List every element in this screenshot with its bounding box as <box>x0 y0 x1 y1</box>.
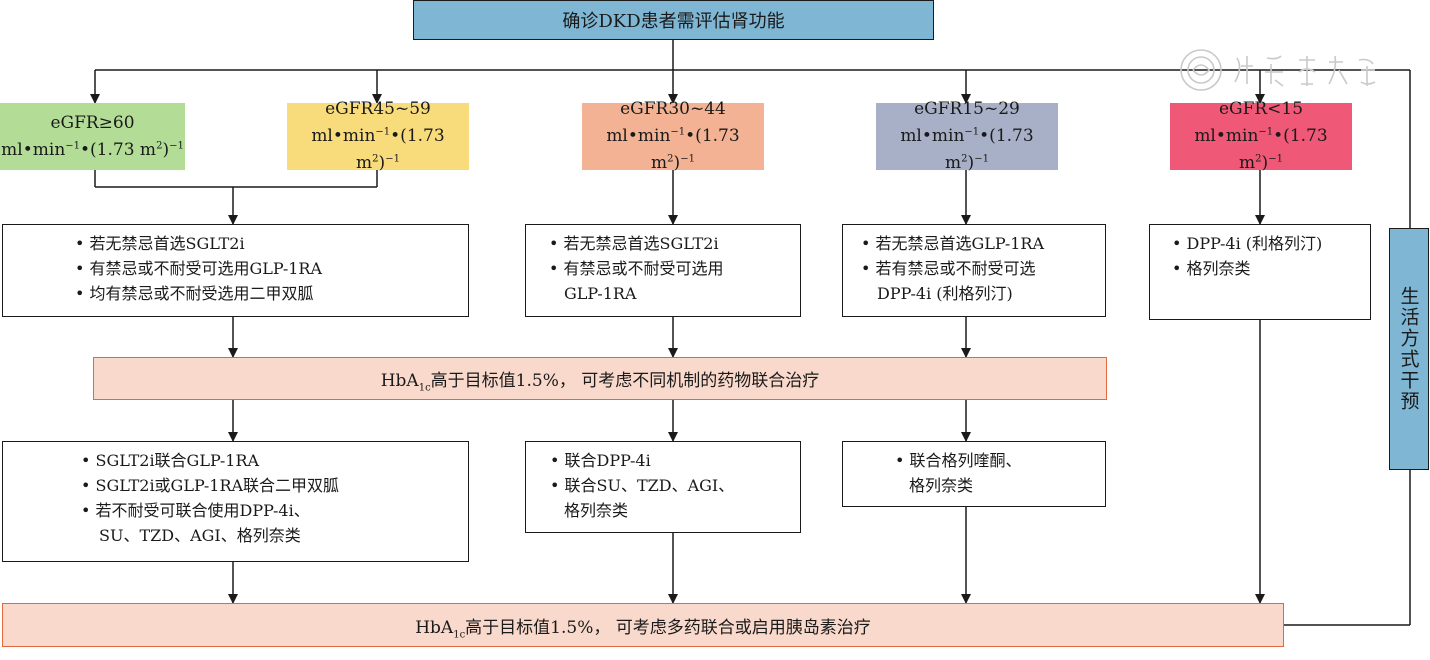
second-line-box-2: • 联合DPP-4i • 联合SU、TZD、AGI、 格列奈类 <box>525 441 801 533</box>
hba1c-band-combination: HbA1c高于目标值1.5%， 可考虑不同机制的药物联合治疗 <box>93 357 1107 400</box>
egfr-unit: ml•min−1•(1.73 m2)−1 <box>900 126 1034 173</box>
list-item: GLP-1RA <box>564 284 637 303</box>
second-line-box-3: • 联合格列喹酮、 格列奈类 <box>842 441 1106 507</box>
first-line-box-2: • 若无禁忌首选SGLT2i • 有禁忌或不耐受可选用 GLP-1RA <box>525 224 801 317</box>
egfr-box-45-59: eGFR45~59 ml•min−1•(1.73 m2)−1 <box>287 99 469 173</box>
list-item: • SGLT2i或GLP-1RA联合二甲双胍 <box>81 476 340 495</box>
list-item: 格列奈类 <box>909 476 974 495</box>
egfr-box-15-29: eGFR15~29 ml•min−1•(1.73 m2)−1 <box>876 99 1058 173</box>
journal-seal-watermark <box>1180 49 1376 91</box>
first-line-box-4: • DPP-4i (利格列汀) • 格列奈类 <box>1149 224 1371 320</box>
top-assessment-box: 确诊DKD患者需评估肾功能 <box>413 0 934 40</box>
egfr-unit: ml•min−1•(1.73 m2)−1 <box>1 139 184 160</box>
list-item: 格列奈类 <box>564 501 629 520</box>
egfr-unit: ml•min−1•(1.73 m2)−1 <box>1194 126 1328 173</box>
egfr-label: eGFR≥60 <box>50 112 135 133</box>
lifestyle-intervention-box: 生活方式干预 <box>1389 228 1429 470</box>
first-line-box-3: • 若无禁忌首选GLP-1RA • 若有禁忌或不耐受可选 DPP-4i (利格列… <box>842 224 1106 317</box>
band-text: HbA1c高于目标值1.5%， 可考虑多药联合或启用胰岛素治疗 <box>415 617 871 640</box>
list-item: • 联合DPP-4i <box>550 451 651 470</box>
lifestyle-intervention-text: 生活方式干预 <box>1397 286 1420 412</box>
list-item: • 若有禁忌或不耐受可选 <box>861 259 1036 278</box>
egfr-box-ge60: eGFR≥60 ml•min−1•(1.73 m2)−1 <box>0 103 185 170</box>
list-item: • 有禁忌或不耐受可选用GLP-1RA <box>75 259 323 278</box>
list-item: SU、TZD、AGI、格列奈类 <box>99 526 301 545</box>
list-item: • 均有禁忌或不耐受选用二甲双胍 <box>75 284 314 303</box>
egfr-label: eGFR30~44 <box>620 99 726 119</box>
list-item: • 联合SU、TZD、AGI、 <box>550 476 735 495</box>
list-item: DPP-4i (利格列汀) <box>877 284 1013 303</box>
band-text: HbA1c高于目标值1.5%， 可考虑不同机制的药物联合治疗 <box>380 371 820 394</box>
first-line-box-1: • 若无禁忌首选SGLT2i • 有禁忌或不耐受可选用GLP-1RA • 均有禁… <box>2 224 469 317</box>
list-item: • SGLT2i联合GLP-1RA <box>81 451 260 470</box>
top-assessment-text: 确诊DKD患者需评估肾功能 <box>562 11 785 32</box>
second-line-box-1: • SGLT2i联合GLP-1RA • SGLT2i或GLP-1RA联合二甲双胍… <box>2 441 469 562</box>
egfr-box-30-44: eGFR30~44 ml•min−1•(1.73 m2)−1 <box>582 99 764 173</box>
list-item: • 若无禁忌首选SGLT2i <box>75 234 245 253</box>
list-item: • DPP-4i (利格列汀) <box>1172 234 1323 253</box>
egfr-label: eGFR15~29 <box>914 99 1020 119</box>
egfr-label: eGFR<15 <box>1218 99 1304 119</box>
list-item: • 联合格列喹酮、 <box>895 451 1022 470</box>
egfr-unit: ml•min−1•(1.73 m2)−1 <box>311 126 445 173</box>
list-item: • 若无禁忌首选GLP-1RA <box>861 234 1045 253</box>
egfr-box-lt15: eGFR<15 ml•min−1•(1.73 m2)−1 <box>1170 99 1352 173</box>
hba1c-band-insulin: HbA1c高于目标值1.5%， 可考虑多药联合或启用胰岛素治疗 <box>2 603 1284 647</box>
list-item: • 若无禁忌首选SGLT2i <box>549 234 719 253</box>
egfr-label: eGFR45~59 <box>325 99 431 119</box>
list-item: • 有禁忌或不耐受可选用 <box>549 259 724 278</box>
list-item: • 格列奈类 <box>1172 259 1251 278</box>
egfr-unit: ml•min−1•(1.73 m2)−1 <box>606 126 740 173</box>
list-item: • 若不耐受可联合使用DPP-4i、 <box>81 501 310 520</box>
